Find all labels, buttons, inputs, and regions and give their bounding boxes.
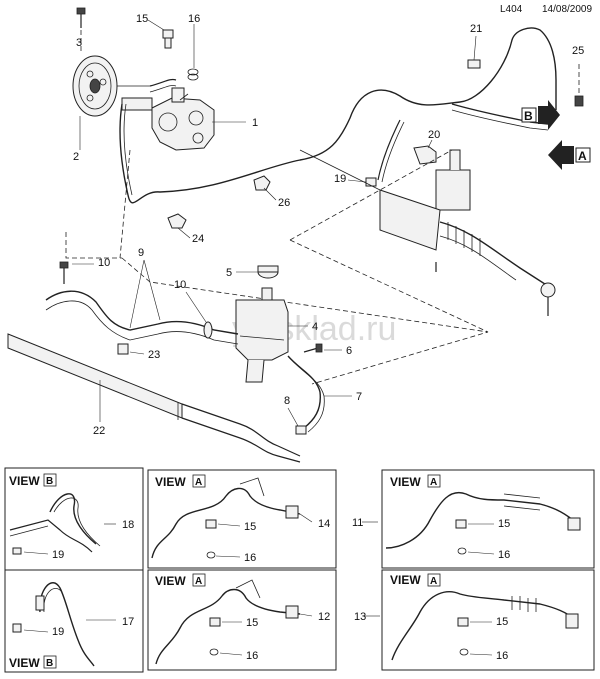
inset-callout: 16 (498, 549, 510, 561)
assembly-frame (119, 149, 131, 259)
inset-view-a-11: VIEW A 11 15 16 (352, 469, 595, 569)
inset-view-a-12: VIEW A 12 15 16 (147, 569, 337, 671)
callout-21: 21 (470, 23, 482, 35)
inset-callout: 15 (246, 617, 258, 629)
callout-5: 5 (226, 267, 232, 279)
inset-view-letter: A (195, 576, 202, 587)
inset-callout: 16 (496, 650, 508, 662)
inset-view-letter: A (430, 576, 437, 587)
callout-24: 24 (192, 233, 204, 245)
hose-clip (365, 177, 377, 187)
callout-15: 15 (136, 13, 148, 25)
cooler-hose-edge (291, 359, 325, 433)
inset-view-b-18: VIEW B 18 19 (4, 467, 144, 571)
rack-feed-hose-edge (451, 109, 549, 131)
steering-rack (299, 149, 556, 316)
rack-return-hose (377, 119, 401, 181)
inset-view-word: VIEW (155, 574, 186, 588)
inset-view-word: VIEW (390, 475, 421, 489)
inset-view-a-13: VIEW A 13 15 16 (354, 569, 595, 671)
inset-part-number: 12 (318, 611, 330, 623)
callout-4: 4 (312, 321, 318, 333)
inset-view-word: VIEW (9, 474, 40, 488)
return-pipe-edge (149, 85, 177, 93)
callout-7: 7 (356, 391, 362, 403)
callout-10: 10 (98, 257, 110, 269)
bolt (76, 7, 86, 28)
inset-part-number: 14 (318, 518, 330, 530)
inset-callout: 15 (498, 518, 510, 530)
callout-9: 9 (138, 247, 144, 259)
return-hose-edge (45, 300, 239, 345)
pressure-hose-edge (123, 103, 133, 196)
return-pipe (149, 78, 177, 87)
callout-22: 22 (93, 425, 105, 437)
svg-text:A: A (578, 149, 587, 163)
inset-view-letter: B (46, 658, 53, 669)
callout-6: 6 (346, 345, 352, 357)
inset-view-letter: B (46, 476, 53, 487)
hose-clip (295, 425, 307, 435)
inset-callout: 19 (52, 626, 64, 638)
bolt (574, 64, 584, 107)
callout-8: 8 (284, 395, 290, 407)
hose-clamp (203, 321, 213, 339)
fluid-reservoir (235, 287, 289, 383)
inset-view-word: VIEW (155, 475, 186, 489)
inset-callout: 19 (52, 549, 64, 561)
assembly-frame (289, 149, 489, 333)
callout-20: 20 (428, 129, 440, 141)
inset-callout: 15 (244, 521, 256, 533)
view-arrow-b: B (521, 100, 560, 130)
inset-callout: 16 (246, 650, 258, 662)
reservoir-cap (257, 265, 279, 279)
inset-view-word: VIEW (9, 656, 40, 670)
callout-19: 19 (334, 173, 346, 185)
banjo-bolt (162, 29, 174, 49)
diagram-code: L404 (500, 4, 523, 15)
callout-2: 2 (73, 151, 79, 163)
inset-view-word: VIEW (390, 573, 421, 587)
hose-clip (117, 343, 129, 355)
inset-part-number: 17 (122, 616, 134, 628)
callout-10: 10 (174, 279, 186, 291)
callout-16: 16 (188, 13, 200, 25)
clamp (59, 261, 69, 269)
assembly-frame (121, 257, 489, 385)
pressure-hose (119, 27, 557, 204)
inset-callout: 16 (244, 552, 256, 564)
diagram-date: 14/08/2009 (542, 4, 592, 15)
inset-part-number: 13 (354, 611, 366, 623)
hose-clamp (467, 59, 481, 69)
inset-view-letter: A (195, 477, 202, 488)
inset-callout: 15 (496, 616, 508, 628)
mounting-bracket (413, 145, 437, 165)
callout-3: 3 (76, 37, 82, 49)
callout-25: 25 (572, 45, 584, 57)
inset-part-number: 18 (122, 519, 134, 531)
callout-26: 26 (278, 197, 290, 209)
callout-1: 1 (252, 117, 258, 129)
bolt (303, 343, 323, 353)
rack-return-hose-edge (381, 121, 405, 183)
power-steering-pump (121, 87, 215, 151)
hose-clip (253, 175, 271, 191)
svg-text:B: B (524, 109, 533, 123)
assembly-frame (65, 232, 122, 259)
inset-view-letter: A (430, 477, 437, 488)
return-hose (45, 290, 239, 335)
hose-clip (167, 213, 187, 229)
callout-23: 23 (148, 349, 160, 361)
inset-view-b-17: 17 19 VIEW B (4, 569, 144, 673)
inset-view-a-14: VIEW A 14 15 16 (147, 469, 337, 569)
pulley (72, 55, 150, 117)
oil-cooler (7, 333, 301, 463)
inset-part-number: 11 (352, 517, 363, 529)
sealing-ring (187, 68, 199, 81)
view-arrow-a: A (548, 140, 591, 170)
